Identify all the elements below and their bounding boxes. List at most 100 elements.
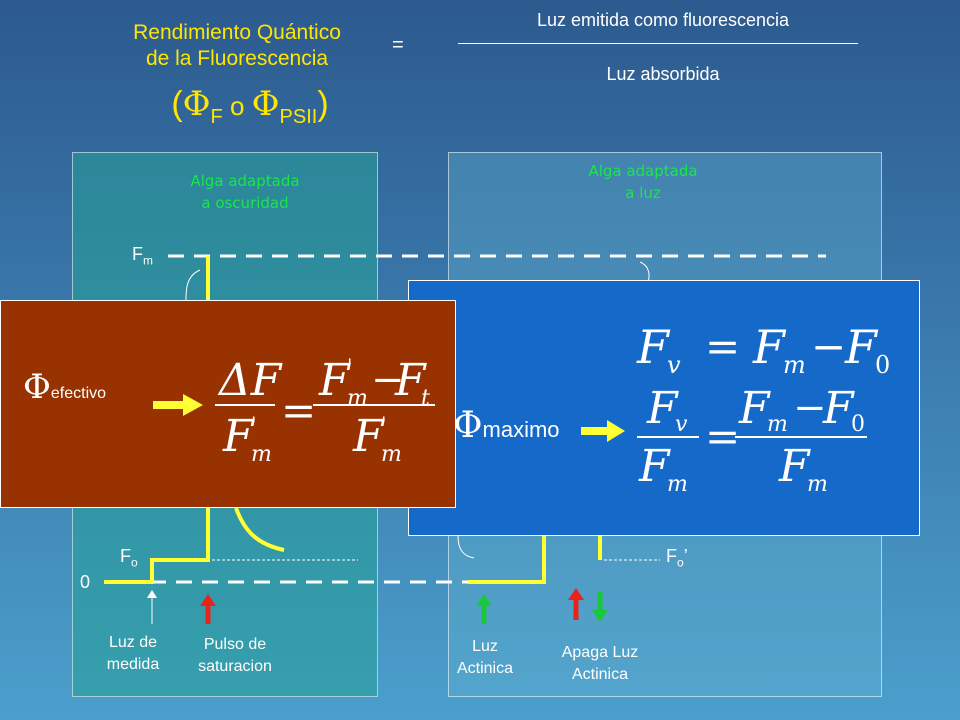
phi-efectivo-label: Φefectivo: [23, 367, 106, 407]
symbol-o: o: [222, 91, 252, 121]
zero-label: 0: [80, 572, 91, 592]
fv-v: v: [667, 351, 681, 379]
left-bracket: [185, 269, 201, 301]
header-equals: =: [392, 34, 404, 56]
measuring-light-line-2: medida: [106, 656, 160, 673]
header-denominator: Luz absorbida: [606, 64, 720, 84]
quantum-yield-symbol: (ΦF o ΦPSII): [150, 84, 350, 137]
phi-efectivo-sub: efectivo: [50, 385, 107, 402]
num-m: m: [347, 386, 368, 411]
dark-adapted-label-line-1: Alga adaptada: [190, 172, 300, 190]
light-adapted-label: Alga adaptada a luz: [558, 160, 728, 204]
apaga-green-arrow-head: [592, 610, 608, 622]
eq-2: =: [705, 412, 740, 461]
actinic-light-line-1: Luz: [472, 638, 498, 655]
ratio-Fv-v: v: [675, 412, 688, 437]
num-F0-F: F: [822, 383, 855, 434]
symbol-f-sub: F: [210, 105, 223, 128]
phi-efectivo-formula: ΔF F ' m = F ' m − F t F ' m: [215, 354, 435, 467]
right-bracket-top: [639, 261, 650, 283]
den2-F: F: [352, 411, 385, 462]
num-Fm-F: F: [738, 383, 771, 434]
actinic-light-line-2: Actinica: [456, 660, 514, 677]
minus-2: −: [793, 385, 827, 431]
header-numerator: Luz emitida como fluorescencia: [536, 10, 790, 30]
num-F2: F: [394, 355, 427, 406]
ratio-Fm-m: m: [667, 472, 688, 497]
den2-prime: ': [381, 412, 387, 436]
measuring-light-line-1: Luz de: [108, 634, 158, 651]
eq-e: =: [281, 386, 316, 435]
symbol-phi-f: Φ: [182, 84, 211, 124]
fraction-bar: [458, 43, 858, 44]
phi-maximo-formula: F v = F m − F 0 F v F m = F m − F 0 F m: [636, 320, 890, 497]
symbol-close: ): [317, 85, 329, 123]
fm-F-1: F: [752, 320, 787, 374]
dark-adapted-label: Alga adaptada a oscuridad: [160, 170, 330, 214]
title-line-1: Rendimiento Quántico: [133, 21, 341, 44]
apaga-red-arrow-head: [568, 588, 584, 600]
actinic-light-label: Luz Actinica: [440, 636, 530, 680]
title-line-2: de la Fluorescencia: [145, 47, 329, 70]
maximo-arrow: [581, 420, 625, 442]
actinic-on-arrow-head: [476, 594, 492, 606]
efectivo-arrow-shaft: [153, 401, 185, 409]
saturation-pulse-line-2: saturacion: [198, 658, 272, 675]
den2-m: m: [381, 442, 402, 467]
actinic-off-label: Apaga Luz Actinica: [544, 642, 656, 686]
delta-f: ΔF: [217, 355, 283, 406]
light-adapted-label-line-2: a luz: [625, 184, 661, 202]
minus-e: −: [371, 357, 405, 403]
den1-F: F: [222, 411, 255, 462]
symbol-phi-psii: Φ: [251, 84, 280, 124]
phi-efectivo-box: Φefectivo ΔF F ' m = F ' m − F t F ' m: [0, 300, 456, 508]
fo-prime-sub: o: [677, 555, 684, 570]
f0-F-1: F: [844, 320, 879, 374]
actinic-off-line-1: Apaga Luz: [561, 644, 639, 661]
fm-label-f: F: [132, 244, 143, 264]
fo-label-sub: o: [131, 555, 138, 570]
phi-maximo-box: F v = F m − F 0 F v F m = F m − F 0 F m …: [408, 280, 920, 536]
fm-m-1: m: [783, 351, 806, 379]
ratio-Fv-F: F: [646, 383, 679, 434]
symbol-open: (: [171, 85, 183, 123]
den-Fm-m: m: [807, 472, 828, 497]
right-bracket-bottom: [457, 535, 475, 559]
phi-maximo-sub: maximo: [482, 417, 560, 442]
phi-efectivo-symbol: Φ: [23, 367, 51, 407]
f0-0-1: 0: [875, 351, 890, 379]
fo-label-f: F: [120, 546, 131, 566]
light-adapted-trace: [468, 536, 546, 584]
fo-prime-f: F: [666, 546, 677, 566]
den1-prime: ': [251, 412, 257, 436]
den1-m: m: [251, 442, 272, 467]
ratio-Fm-F: F: [638, 441, 671, 492]
measuring-light-label: Luz de medida: [88, 632, 178, 676]
measure-light-arrow-head: [147, 590, 157, 598]
efectivo-arrow-head: [183, 394, 203, 416]
num-F0-0: 0: [851, 412, 865, 437]
dark-adapted-label-line-2: a oscuridad: [201, 194, 289, 212]
maximo-arrow-shaft: [581, 427, 609, 435]
num-Fm-m: m: [767, 412, 788, 437]
quantum-yield-title: Rendimiento Quántico de la Fluorescencia: [92, 20, 382, 72]
fv-F: F: [636, 320, 671, 374]
num-t: t: [421, 386, 430, 411]
dark-decay-curve: [234, 507, 285, 552]
pulse-arrow-head: [200, 594, 216, 606]
efectivo-arrow: [153, 394, 203, 416]
phi-maximo-symbol: Φ: [453, 405, 483, 446]
den-Fm-F: F: [778, 441, 811, 492]
symbol-psii-sub: PSII: [279, 105, 318, 128]
num-F1: F: [318, 355, 351, 406]
saturation-pulse-line-1: Pulso de: [203, 636, 267, 653]
saturation-pulse-label: Pulso de saturacion: [180, 634, 290, 678]
fo-prime-mark: ’: [683, 546, 688, 566]
minus-1: −: [811, 322, 846, 371]
fm-label-sub: m: [143, 253, 153, 268]
eq-1: =: [705, 322, 740, 371]
fo-label: Fo: [120, 546, 138, 570]
maximo-arrow-head: [607, 420, 625, 442]
light-adapted-label-line-1: Alga adaptada: [588, 162, 698, 180]
actinic-off-line-2: Actinica: [571, 666, 629, 683]
